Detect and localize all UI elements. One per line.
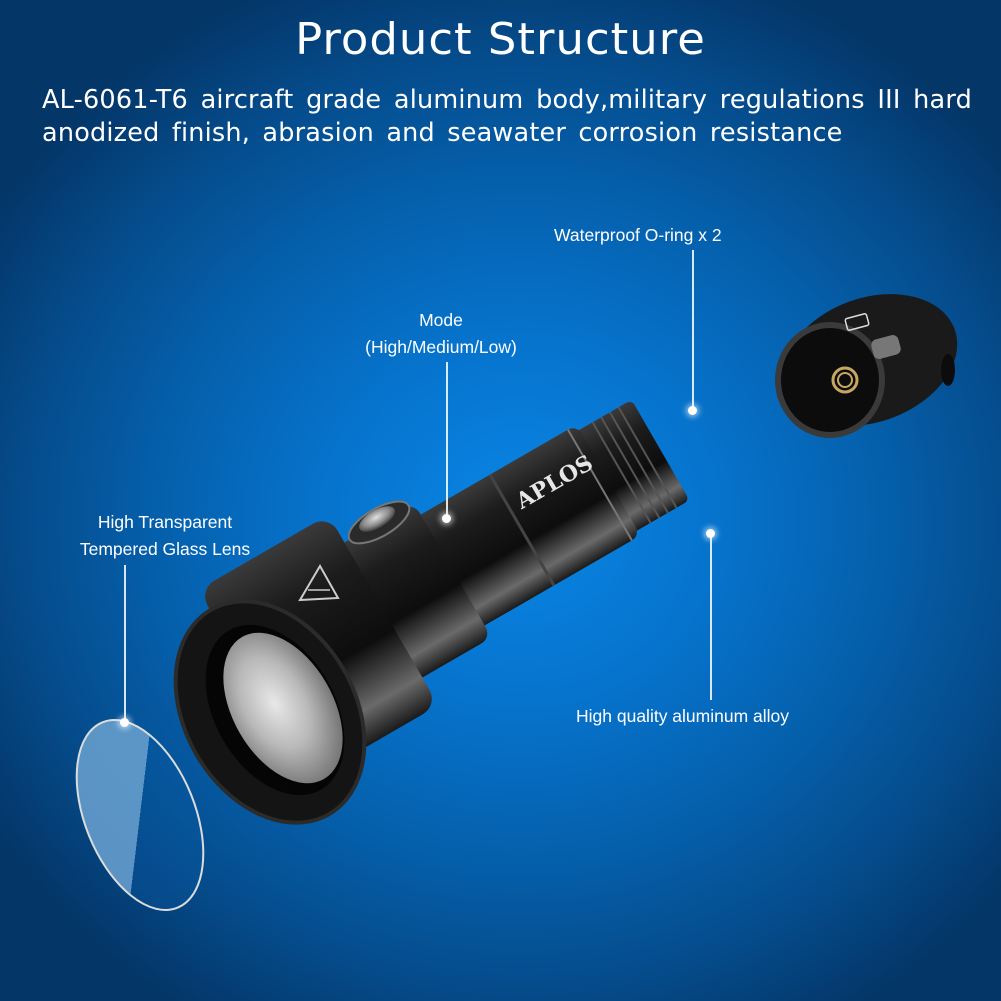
oring-callout-dot [688, 406, 697, 415]
lens-callout-dot [120, 718, 129, 727]
mode-leader-line [446, 362, 448, 517]
lens-callout-line2: Tempered Glass Lens [79, 539, 251, 559]
dive-logo-triangle-icon [298, 563, 340, 602]
glass-lens [75, 719, 205, 911]
alloy-callout-dot [706, 529, 715, 538]
oring-leader-line [692, 250, 694, 410]
lens-callout-line1: High Transparent [97, 512, 233, 532]
flashlight-head-face [173, 599, 367, 825]
page-title: Product Structure [295, 14, 706, 65]
alloy-leader-line [710, 534, 712, 700]
mode-callout-options: (High/Medium/Low) [365, 337, 517, 357]
mode-callout-title: Mode [419, 310, 463, 330]
oring-callout-label: Waterproof O-ring x 2 [554, 225, 722, 245]
battery-icon [844, 313, 870, 331]
lens-leader-line [124, 565, 126, 722]
alloy-callout-label: High quality aluminum alloy [576, 706, 790, 726]
tail-cap [775, 294, 958, 438]
mode-callout-dot [442, 514, 451, 523]
material-description: AL-6061-T6 aircraft grade aluminum body,… [42, 85, 972, 148]
lens-callout: High Transparent Tempered Glass Lens [55, 509, 275, 563]
mode-callout: Mode (High/Medium/Low) [346, 307, 536, 361]
